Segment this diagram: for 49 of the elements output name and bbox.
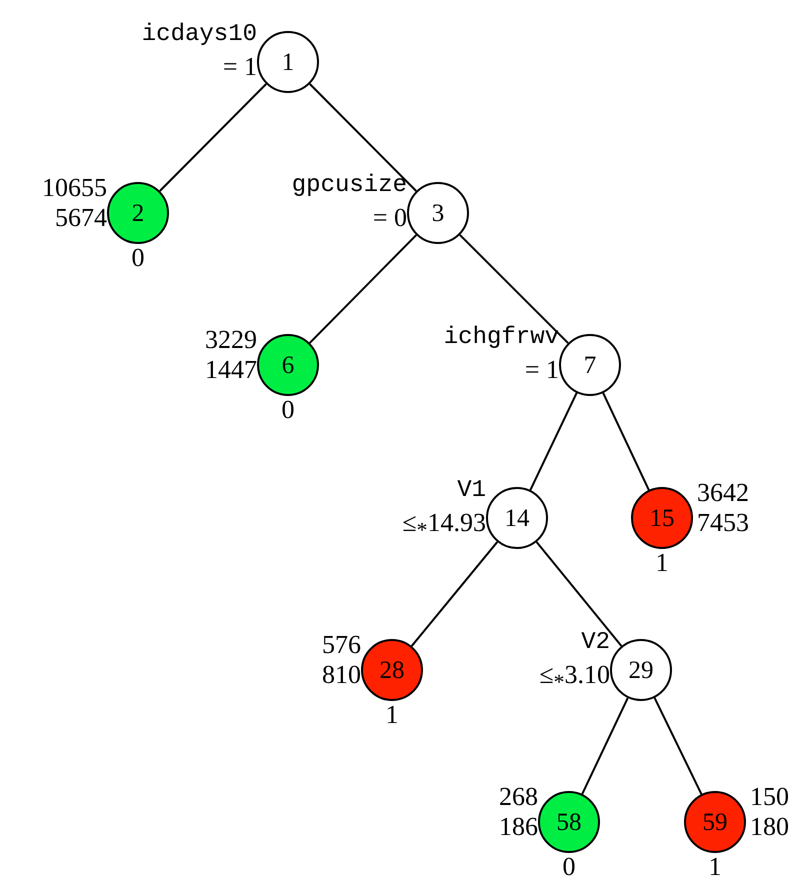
class-count: 3642 [697,480,749,506]
tree-branch-line [410,541,498,647]
node-number: 29 [628,658,654,682]
predicted-class: 1 [708,854,722,879]
node-number: 2 [132,200,144,226]
split-condition: = 1 [222,54,257,80]
class-count: 10655 [42,175,107,201]
tree-branch-line [602,392,650,490]
predicted-class: 0 [132,245,144,271]
tree-branch-line [309,83,417,192]
split-variable-name: V1 [457,479,486,503]
tree-branch-line [536,541,622,647]
split-condition: ≤$_{*}$14.93 [402,510,486,542]
tree-branch-line [581,698,629,794]
tree-branch-line [309,234,417,344]
predicted-class: 1 [656,550,668,576]
class-count: 7453 [697,510,749,536]
class-count: 810 [322,662,361,688]
class-count: 576 [322,632,361,658]
node-number: 3 [432,200,444,226]
split-variable-name: V2 [581,631,610,655]
split-variable-name: icdays10 [142,23,257,47]
tree-branch-line [459,234,569,344]
tree-branch-line [529,392,578,490]
split-variable-name: ichgfrwv [444,326,559,350]
node-number: 6 [282,352,294,378]
class-count: 180 [750,814,789,840]
split-condition: = 1 [524,357,559,383]
node-number: 58 [556,810,582,834]
class-count: 3229 [205,327,257,353]
predicted-class: 0 [562,854,576,879]
node-number: 1 [282,50,294,74]
node-number: 28 [380,658,404,682]
class-count: 268 [499,784,538,810]
class-count: 5674 [55,205,107,231]
class-count: 150 [750,784,789,810]
predicted-class: 1 [386,702,398,728]
node-number: 7 [584,352,596,378]
tree-branch-line [654,697,702,795]
predicted-class: 0 [282,397,294,423]
split-variable-name: gpcusize [292,174,407,198]
node-number: 59 [702,810,728,834]
tree-branch-line [159,83,267,192]
node-number: 14 [504,506,530,530]
node-number: 15 [650,506,674,530]
class-count: 186 [499,814,538,840]
split-condition: ≤$_{*}$3.10 [539,662,610,694]
class-count: 1447 [205,357,257,383]
split-condition: = 0 [372,205,407,231]
